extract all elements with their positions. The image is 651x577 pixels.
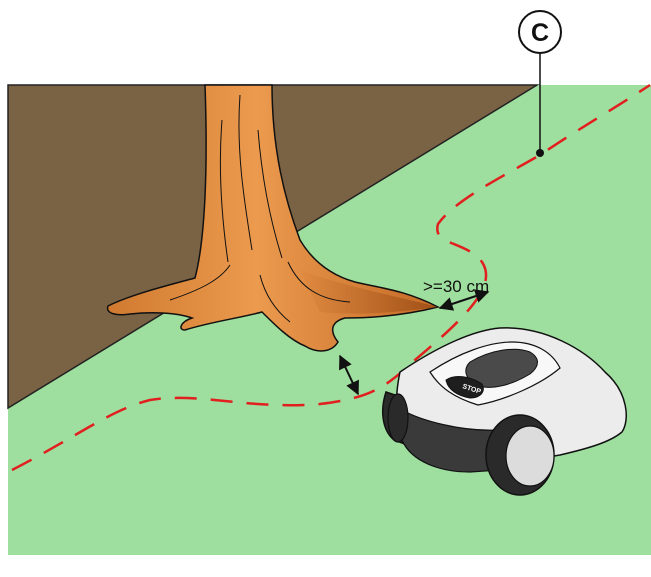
distance-label: >=30 cm [423, 277, 489, 296]
callout-letter: C [531, 19, 549, 47]
callout-point [536, 149, 544, 157]
